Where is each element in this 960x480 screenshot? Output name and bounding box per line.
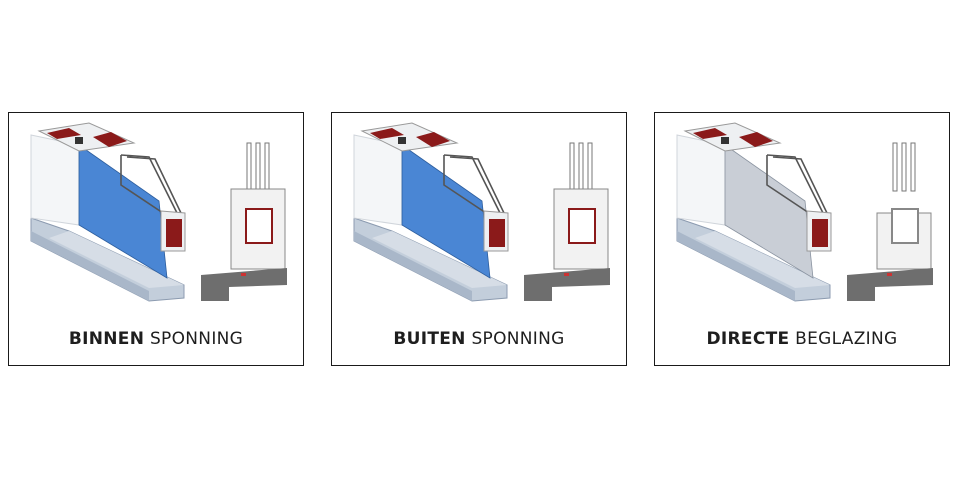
window-profile-illustration xyxy=(30,122,287,302)
infill-panel xyxy=(401,144,491,279)
cross-section xyxy=(524,142,610,301)
frame-left xyxy=(30,134,80,226)
caption-light: BEGLAZING xyxy=(795,329,898,349)
caption-bold: DIRECTE xyxy=(706,329,790,349)
top-profile xyxy=(683,122,832,252)
caption-light: SPONNING xyxy=(471,329,565,349)
panel-buiten-sponning: BUITEN SPONNING xyxy=(331,112,627,366)
panel-caption: DIRECTE BEGLAZING xyxy=(655,329,949,349)
panel-caption: BINNEN SPONNING xyxy=(9,329,303,349)
window-profile-illustration xyxy=(353,122,610,302)
panel-directe-beglazing: DIRECTE BEGLAZING xyxy=(654,112,950,366)
frame-left xyxy=(353,134,403,226)
caption-bold: BINNEN xyxy=(68,329,145,349)
window-profile-illustration xyxy=(676,122,933,302)
infill-panel xyxy=(724,144,814,279)
panel-binnen-sponning: BINNEN SPONNING xyxy=(8,112,304,366)
cross-section xyxy=(847,142,933,301)
frame-left xyxy=(676,134,726,226)
top-profile xyxy=(360,122,509,252)
sill xyxy=(676,217,831,302)
caption-light: SPONNING xyxy=(149,329,244,349)
cross-section xyxy=(201,142,287,301)
panel-caption: BUITEN SPONNING xyxy=(332,329,626,349)
infill-panel xyxy=(78,144,168,279)
sill xyxy=(353,217,508,302)
caption-bold: BUITEN xyxy=(393,329,466,349)
top-profile xyxy=(37,122,186,252)
sill xyxy=(30,217,185,302)
